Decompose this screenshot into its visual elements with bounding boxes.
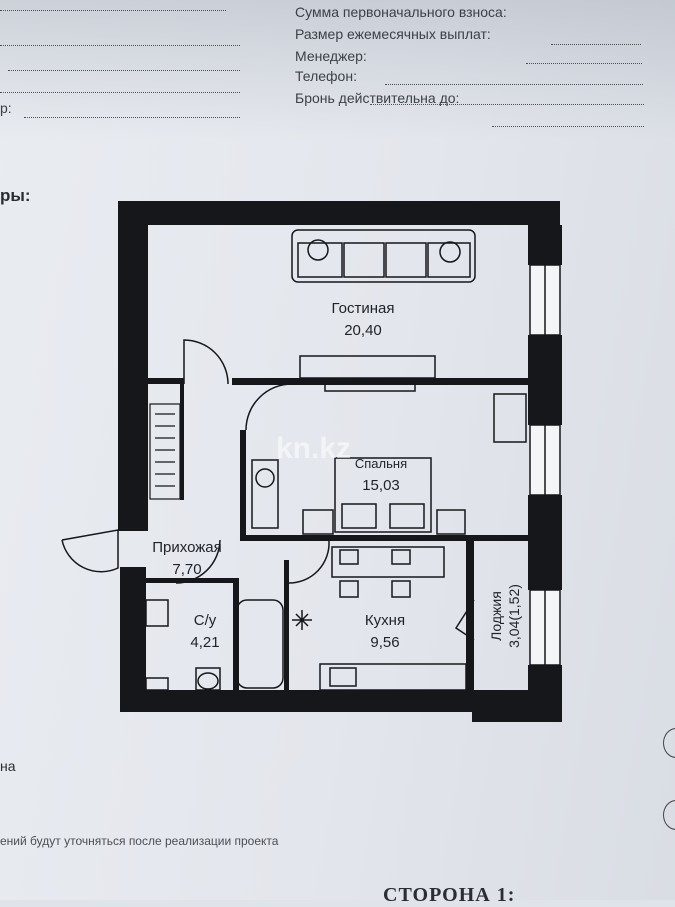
down-payment-line — [551, 44, 641, 45]
side-heading: СТОРОНА 1: — [383, 884, 516, 906]
room-bedroom-name: Спальня — [354, 456, 408, 471]
tv-unit — [299, 355, 436, 392]
left-dotted-line — [0, 92, 240, 93]
phone-label: Телефон: — [295, 68, 357, 84]
room-bathroom-area: 4,21 — [190, 634, 220, 651]
windows — [529, 264, 561, 666]
room-bedroom-area: 15,03 — [362, 477, 400, 494]
left-dotted-line — [8, 70, 240, 71]
monthly-payment-label: Размер ежемесячных выплат: — [295, 26, 491, 42]
kitchen-counter — [292, 610, 467, 691]
outer-walls — [118, 201, 562, 722]
room-bedroom: Спальня 15,03 — [326, 453, 436, 497]
sofa — [291, 229, 476, 283]
bed — [251, 393, 527, 535]
room-hallway-name: Прихожая — [152, 539, 222, 556]
room-living-area: 20,40 — [344, 322, 382, 339]
left-dotted-line — [0, 45, 240, 46]
room-loggia-area: 3,04(1,52) — [506, 584, 522, 648]
left-field-label: р: — [0, 100, 12, 116]
booking-valid-line — [492, 126, 644, 127]
room-kitchen-name: Кухня — [364, 612, 406, 629]
down-payment-label: Сумма первоначального взноса: — [295, 4, 507, 20]
section-heading: ры: — [0, 186, 31, 205]
bathroom-fixtures — [145, 599, 284, 691]
room-hallway: Прихожая 7,70 — [132, 537, 242, 581]
manager-line — [385, 84, 643, 85]
room-bathroom-name: С/у — [193, 612, 217, 629]
left-dotted-line — [24, 117, 240, 118]
room-bathroom: С/у 4,21 — [178, 610, 232, 654]
dining-table — [331, 546, 445, 598]
bottom-left-fragment: на — [0, 758, 16, 774]
doors — [61, 339, 475, 641]
phone-line — [370, 104, 644, 105]
manager-label: Менеджер: — [295, 48, 367, 64]
room-loggia: Лоджия 3,04(1,52) — [487, 551, 523, 681]
wardrobe — [149, 403, 181, 500]
room-hallway-area: 7,70 — [172, 561, 202, 578]
monthly-payment-line — [526, 63, 642, 64]
booking-valid-label: Бронь действительна до: — [295, 90, 460, 106]
footnote: ений будут уточняться после реализации п… — [0, 834, 279, 848]
room-kitchen-area: 9,56 — [370, 634, 400, 651]
watermark: kn.kz — [276, 432, 352, 465]
left-dotted-line — [0, 10, 226, 11]
room-loggia-name: Лоджия — [488, 591, 504, 641]
room-living-name: Гостиная — [331, 300, 395, 317]
room-kitchen: Кухня 9,56 — [330, 610, 440, 654]
room-living: Гостиная 20,40 — [308, 298, 418, 342]
